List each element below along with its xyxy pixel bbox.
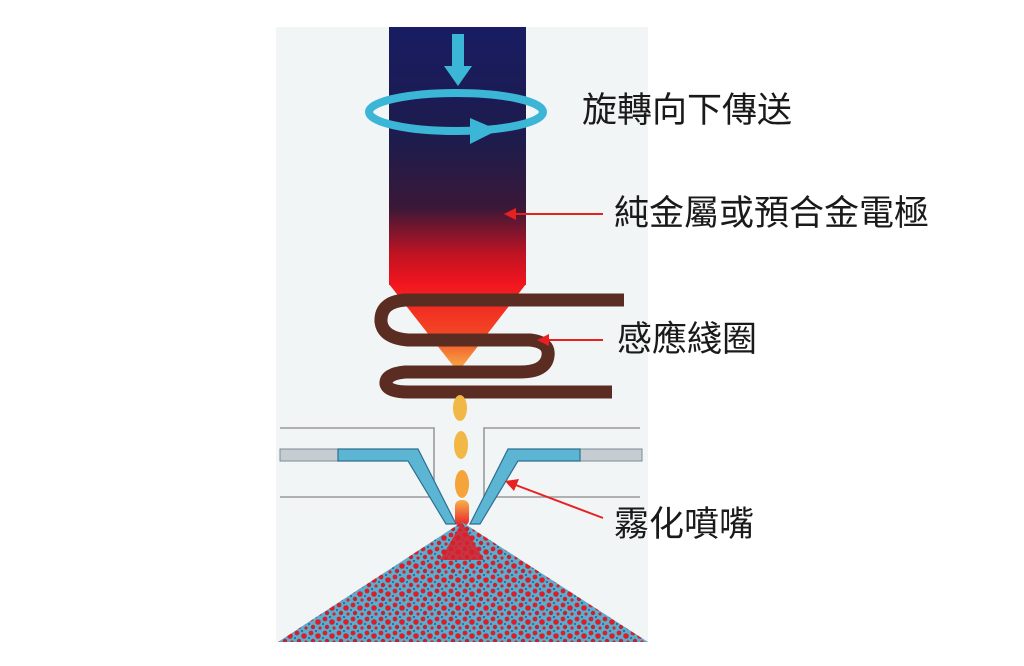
electrode-label: 純金屬或預合金電極 [614,194,930,234]
coil-label: 感應綫圈 [617,320,758,360]
electrode-pointer [504,208,603,220]
rotation-arrow-icon [365,89,547,144]
powder-cone [278,522,648,642]
powder-cone-core [440,522,484,560]
nozzle-label: 霧化噴嘴 [614,505,755,545]
nozzle-housing [280,427,640,498]
rotation-label: 旋轉向下傳送 [582,91,793,131]
coil-pointer [537,334,603,346]
down-arrow-icon [444,34,472,86]
molten-stream [453,395,469,526]
atomization-nozzle [337,448,581,525]
induction-coil [374,293,624,399]
nozzle-pointer [505,479,604,519]
gas-pipes [279,448,643,462]
